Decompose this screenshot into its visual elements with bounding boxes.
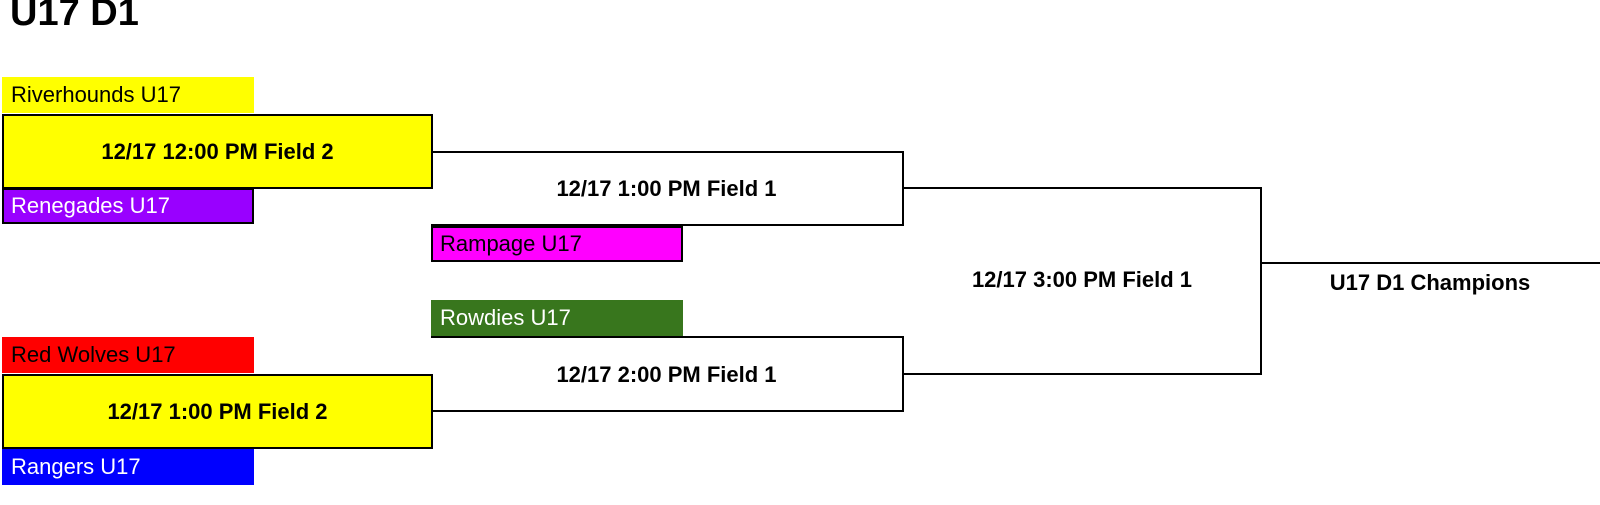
team-rangers: Rangers U17: [2, 449, 254, 485]
bracket-line: [902, 373, 1262, 375]
bracket-line: [431, 336, 904, 338]
bracket-line: [902, 187, 1262, 189]
team-riverhounds: Riverhounds U17: [2, 77, 254, 113]
bracket-line: [431, 151, 904, 153]
bracket-line: [431, 224, 904, 226]
bracket-line: [431, 410, 904, 412]
bracket-line: [1260, 187, 1262, 375]
final-game-label: 12/17 3:00 PM Field 1: [971, 267, 1193, 292]
game3-label: 12/17 1:00 PM Field 1: [556, 176, 777, 201]
page-title: U17 D1: [10, 0, 139, 34]
team-rampage: Rampage U17: [431, 226, 683, 262]
match-box-game1: 12/17 12:00 PM Field 2: [2, 114, 433, 189]
match-box-game2: 12/17 1:00 PM Field 2: [2, 374, 433, 449]
champion-label: U17 D1 Champions: [1329, 270, 1531, 295]
team-renegades: Renegades U17: [2, 188, 254, 224]
team-rowdies: Rowdies U17: [431, 300, 683, 336]
champion-line: [1260, 262, 1600, 264]
game4-label: 12/17 2:00 PM Field 1: [556, 362, 777, 387]
game2-label: 12/17 1:00 PM Field 2: [107, 398, 328, 424]
team-red-wolves: Red Wolves U17: [2, 337, 254, 373]
game1-label: 12/17 12:00 PM Field 2: [101, 138, 334, 164]
